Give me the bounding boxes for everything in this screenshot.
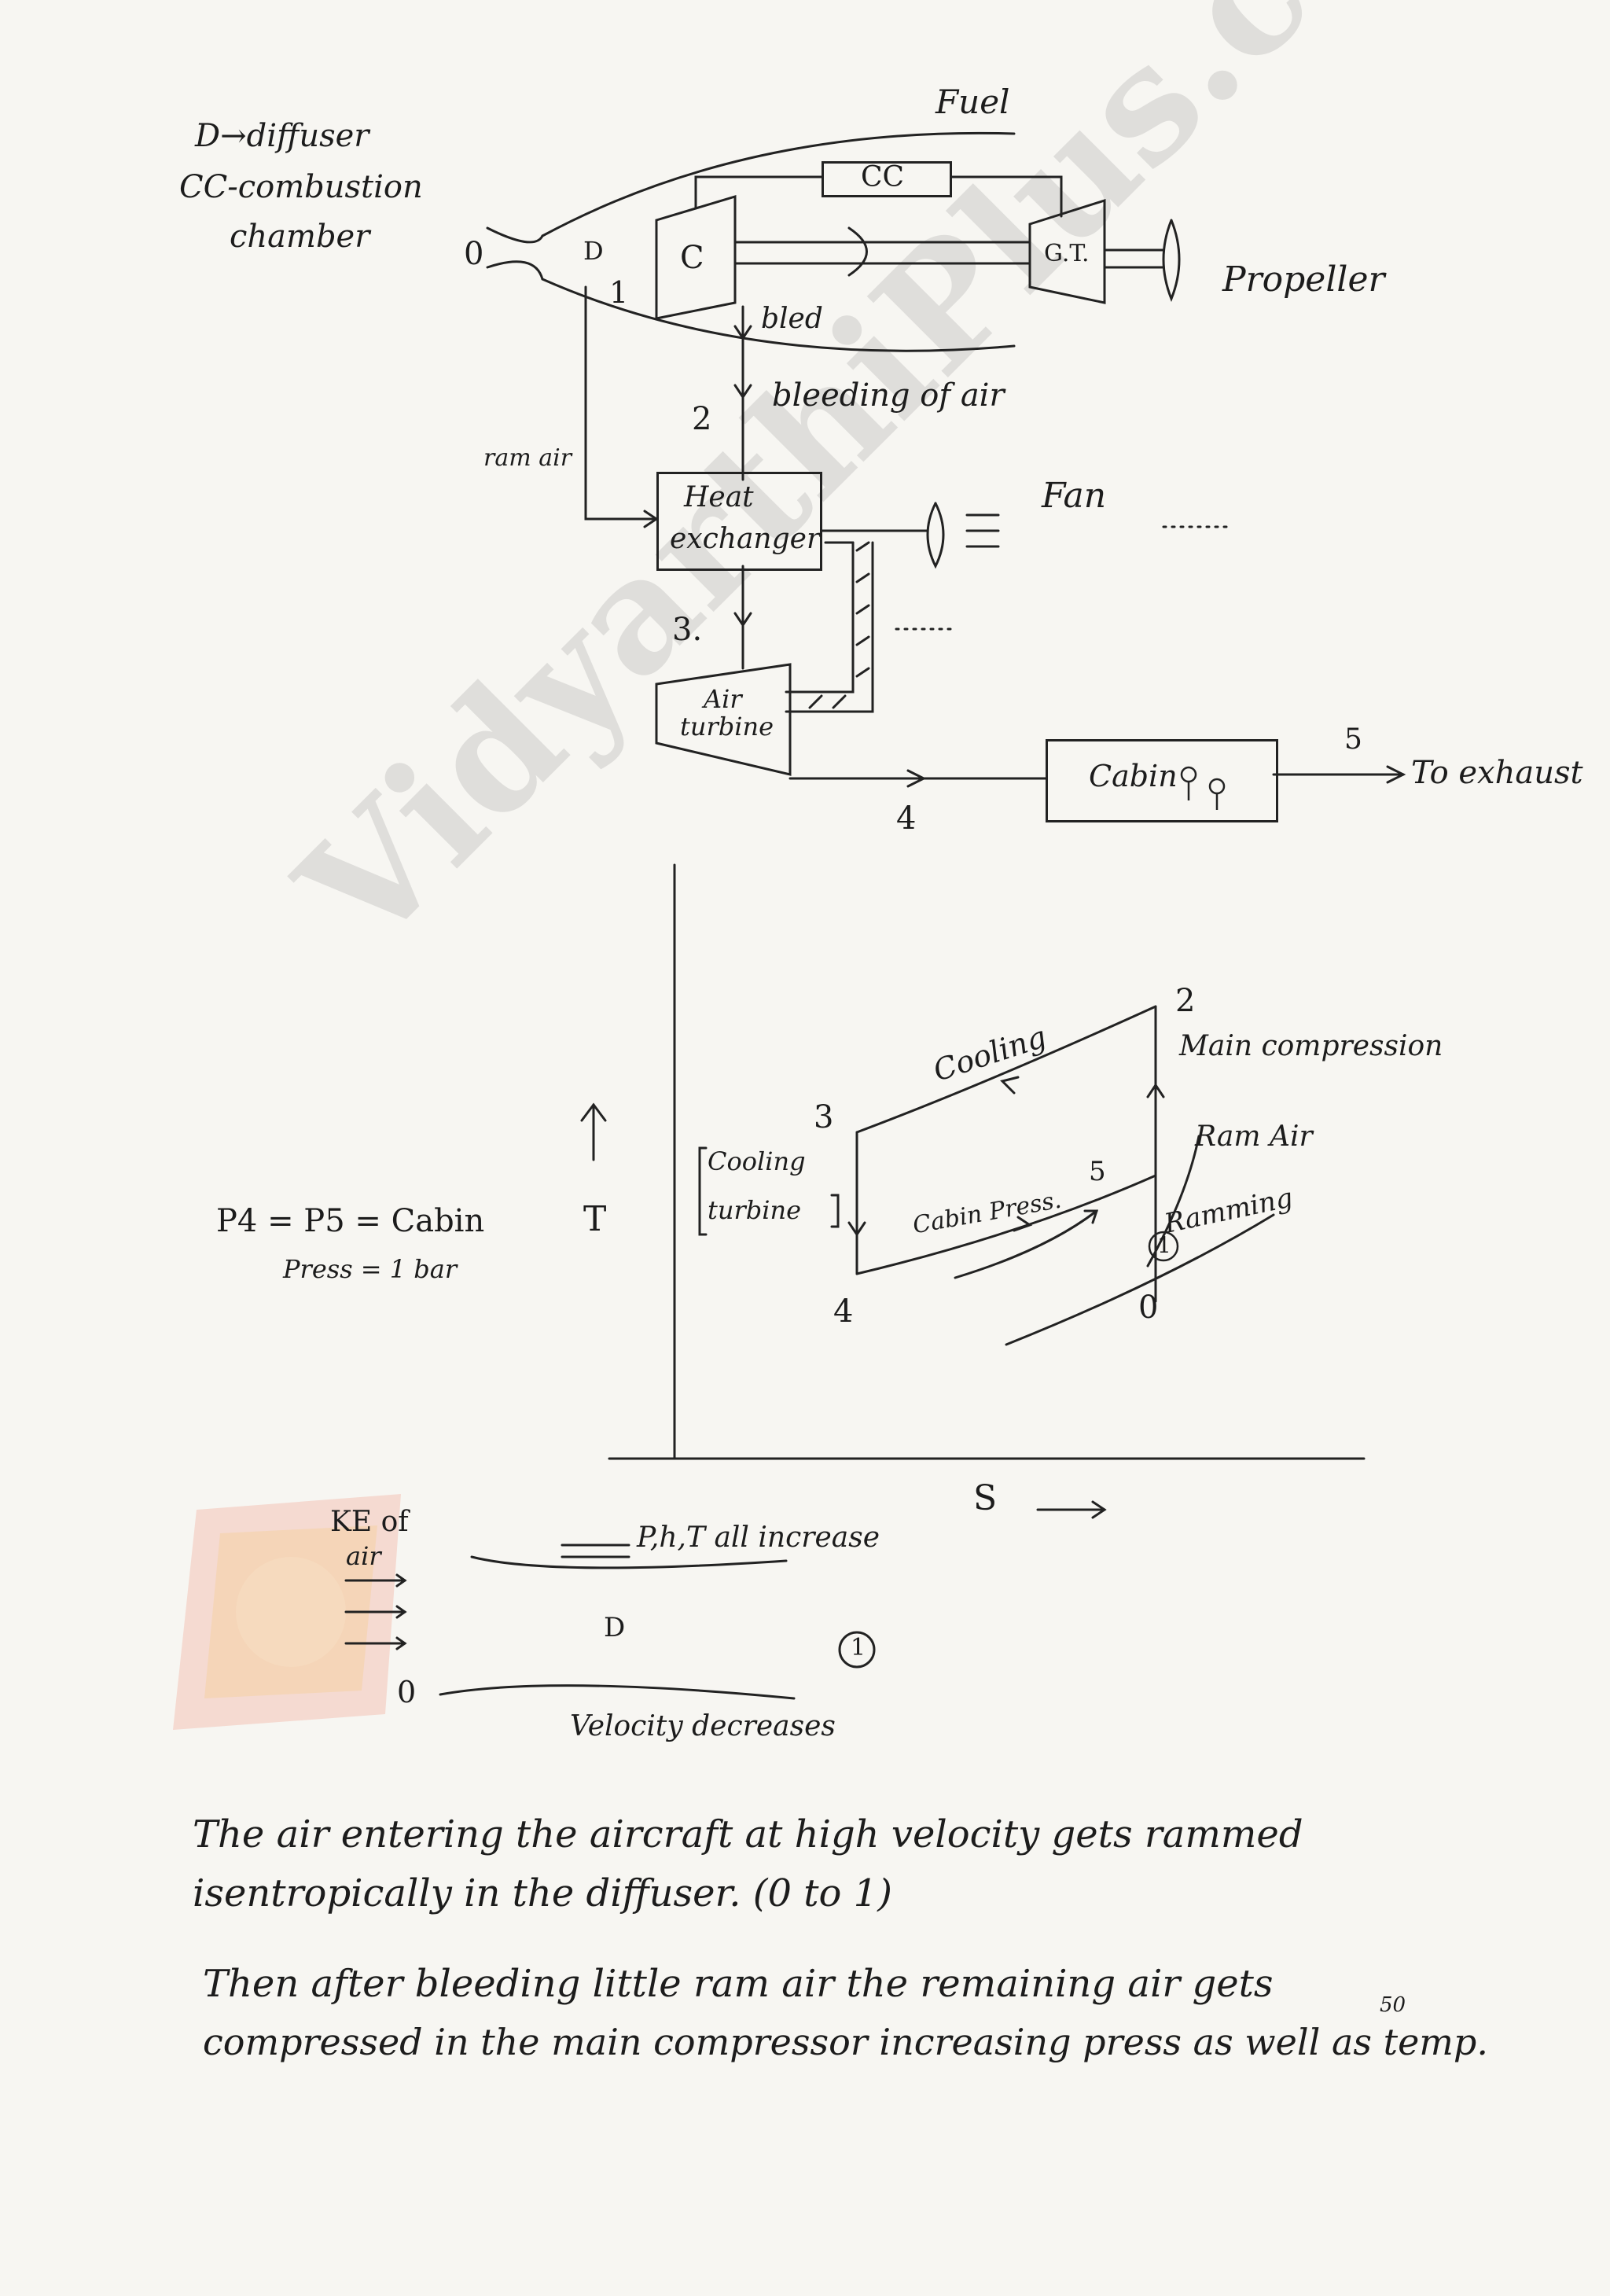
combustion-chamber-box — [822, 161, 952, 197]
bleeding-label: bleeding of air — [772, 377, 1005, 414]
cabin-pressure-value: Press = 1 bar — [283, 1254, 458, 1284]
note-line-4: compressed in the main compressor increa… — [203, 2021, 1488, 2063]
air-turbine-label-1: Air — [704, 684, 742, 714]
velocity-decreases-label: Velocity decreases — [570, 1710, 836, 1742]
cooling-turbine-label-2: turbine — [708, 1195, 802, 1225]
diffuser-label: D — [583, 236, 604, 266]
bled-label: bled — [761, 303, 823, 335]
fuel-label: Fuel — [935, 83, 1010, 121]
heat-exchanger-label-1: Heat — [684, 481, 754, 513]
gas-turbine-label: G.T. — [1044, 240, 1090, 267]
note-line-3: Then after bleeding little ram air the r… — [203, 1962, 1274, 2006]
cabin-pressure-equation: P4 = P5 = Cabin — [216, 1203, 485, 1239]
heat-exchanger-box — [656, 472, 822, 571]
legend-combustion-chamber: CC-combustion — [179, 169, 423, 205]
note-superscript: 50 — [1380, 1993, 1406, 2017]
legend-combustion-chamber-2: chamber — [230, 219, 370, 255]
cabin-label: Cabin — [1089, 759, 1178, 793]
air-turbine-label-2: turbine — [680, 712, 774, 741]
s-axis-label: S — [973, 1478, 998, 1518]
state-2-label: 2 — [692, 401, 712, 437]
heat-exchanger-label-2: exchanger — [670, 523, 821, 555]
diffuser-outlet-label: 1 — [851, 1634, 866, 1661]
watermark-logo-icon — [173, 1494, 401, 1730]
compressor-label: C — [680, 240, 704, 276]
propeller-label: Propeller — [1222, 259, 1385, 300]
state-3-label: 3. — [672, 612, 703, 648]
note-line-2: isentropically in the diffuser. (0 to 1) — [193, 1871, 892, 1915]
t-axis-label: T — [583, 1199, 607, 1239]
combustion-chamber-label: CC — [861, 161, 905, 193]
legend-diffuser: D→diffuser — [195, 118, 369, 154]
cabin-box — [1046, 739, 1278, 822]
state-4-label: 4 — [896, 800, 917, 837]
point-0-label: 0 — [1138, 1290, 1159, 1326]
state-5-label: 5 — [1344, 723, 1362, 756]
point-4-label: 4 — [833, 1293, 854, 1330]
exhaust-label: To exhaust — [1411, 755, 1583, 791]
kinetic-energy-label-1: KE of — [330, 1506, 409, 1538]
state-1-label: 1 — [609, 275, 629, 310]
cooling-turbine-label-1: Cooling — [708, 1146, 806, 1176]
fan-label: Fan — [1042, 476, 1107, 516]
diffuser-sketch-label: D — [604, 1612, 626, 1643]
point-2-label: 2 — [1175, 983, 1196, 1019]
main-compression-label: Main compression — [1179, 1030, 1443, 1062]
point-5-label: 5 — [1089, 1156, 1106, 1187]
state-0-label: 0 — [464, 236, 484, 272]
ram-air-label: ram air — [483, 444, 572, 472]
point-1-label: 1 — [1157, 1232, 1171, 1258]
kinetic-energy-label-2: air — [346, 1541, 381, 1571]
note-line-1: The air entering the aircraft at high ve… — [193, 1812, 1303, 1856]
diffuser-inlet-label: 0 — [397, 1675, 417, 1709]
pht-increase-label: P,h,T all increase — [637, 1521, 880, 1554]
ram-air-curve-label: Ram Air — [1195, 1120, 1313, 1153]
point-3-label: 3 — [814, 1099, 834, 1135]
